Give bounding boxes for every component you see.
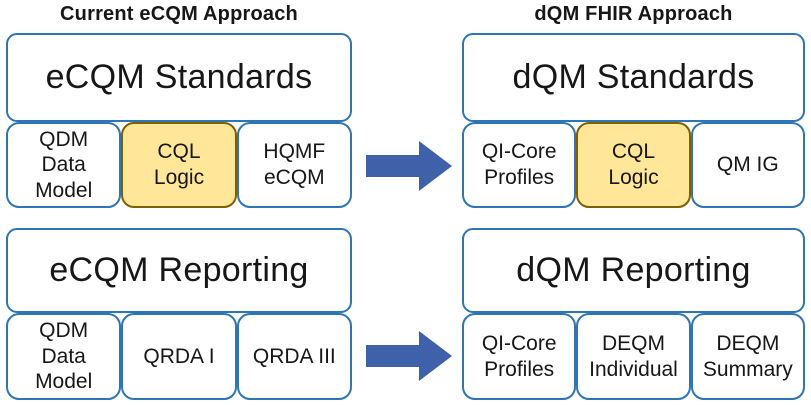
qrda-iii-box: QRDA III	[236, 313, 352, 400]
right-arrow-icon	[366, 138, 454, 194]
current-ecqm-column: Current eCQM Approach eCQM Standards QDM…	[6, 0, 352, 400]
cql-logic-box-highlighted: CQL Logic	[121, 122, 237, 208]
qdm-data-model-box: QDM Data Model	[6, 313, 122, 400]
dqm-standards-box: dQM Standards	[462, 33, 805, 122]
qi-core-profiles-box: QI-Core Profiles	[462, 122, 577, 208]
ecqm-standards-sub-row: QDM Data Model CQL Logic HQMF eCQM	[6, 122, 352, 208]
deqm-individual-box: DEQM Individual	[576, 313, 691, 400]
dqm-fhir-column-title: dQM FHIR Approach	[534, 3, 733, 25]
section-gap	[462, 208, 805, 228]
section-gap	[6, 208, 352, 228]
ecqm-reporting-sub-row: QDM Data Model QRDA I QRDA III	[6, 313, 352, 400]
qrda-i-box: QRDA I	[121, 313, 237, 400]
deqm-summary-box: DEQM Summary	[690, 313, 805, 400]
ecqm-reporting-box: eCQM Reporting	[6, 228, 352, 313]
dqm-reporting-section: dQM Reporting QI-Core Profiles DEQM Indi…	[462, 228, 805, 400]
qi-core-profiles-box: QI-Core Profiles	[462, 313, 577, 400]
dqm-reporting-sub-row: QI-Core Profiles DEQM Individual DEQM Su…	[462, 313, 805, 400]
dqm-standards-sub-row: QI-Core Profiles CQL Logic QM IG	[462, 122, 805, 208]
hqmf-ecqm-box: HQMF eCQM	[236, 122, 352, 208]
cql-logic-box-highlighted: CQL Logic	[576, 122, 691, 208]
ecqm-standards-box: eCQM Standards	[6, 33, 352, 122]
dqm-reporting-box: dQM Reporting	[462, 228, 805, 313]
current-ecqm-column-title: Current eCQM Approach	[60, 3, 298, 25]
dqm-fhir-column: dQM FHIR Approach dQM Standards QI-Core …	[462, 0, 805, 400]
qm-ig-box: QM IG	[690, 122, 805, 208]
right-arrow-icon	[366, 328, 454, 384]
qdm-data-model-box: QDM Data Model	[6, 122, 122, 208]
ecqm-reporting-section: eCQM Reporting QDM Data Model QRDA I QRD…	[6, 228, 352, 400]
